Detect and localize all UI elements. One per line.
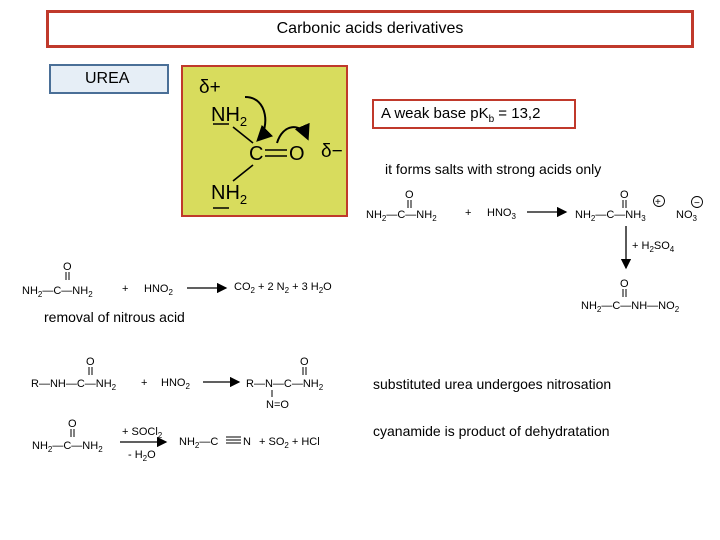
socl2-reagent: + SOCl2 [122,426,163,440]
salt-o: O [620,189,629,201]
urea-formula-2: NH2—C—NH2 [22,285,93,299]
dehydration-byproducts: + SO2 + HCl [259,436,320,450]
urea-o-1: O [405,189,414,201]
nitroso-o: O [300,356,309,368]
dehydration-scheme: O NH2—C—NH2 + SOCl2 - H2O NH2—C N + SO2 … [32,418,320,463]
urea-label: UREA [85,70,130,87]
nitrous-note: removal of nitrous acid [44,309,185,325]
cyanamide-formula: NH2—C [179,436,218,450]
water-removal: - H2O [128,449,156,463]
basicity-text: A weak base pK [381,105,489,122]
bond-n-c-top [232,126,254,144]
nitrosation-note: substituted urea undergoes nitrosation [373,376,612,392]
nitrous-acid-scheme: O NH2—C—NH2 + HNO2 CO2 + 2 N2 + 3 H2O [22,261,332,299]
nitrosation-scheme: O R—NH—C—NH2 + HNO2 O R—N—C—NH2 N=O [31,356,324,411]
positive-charge-icon [653,195,665,207]
negative-charge-symbol: − [694,198,700,209]
basicity-value: = 13,2 [494,105,541,122]
subst-urea-formula: R—NH—C—NH2 [31,378,117,392]
basicity-subscript: b [488,114,495,125]
plus-sign-2: + [122,283,128,295]
urea-o-3: O [68,418,77,430]
urea-resonance-structure: δ+ NH2 C O δ− NH2 [199,77,343,209]
urea-formula-1: NH2—C—NH2 [366,209,437,223]
nitrourea-formula: NH2—C—NH—NO2 [581,300,680,314]
plus-sign-1: + [465,207,471,219]
plus-sign-3: + [141,377,147,389]
nitroso-group: N=O [266,399,289,411]
nh2-top: NH2 [211,104,247,129]
negative-charge-icon [691,196,703,208]
salts-note: it forms salts with strong acids only [385,161,602,177]
cyanamide-n: N [243,436,251,448]
salt-formation-scheme: O NH2—C—NH2 + HNO3 O NH2—C—NH3 + NO3 − +… [366,189,703,314]
oxygen-atom: O [289,143,305,165]
slide-title: Carbonic acids derivatives [276,20,464,37]
h2so4-reagent: + H2SO4 [632,240,675,254]
nitrate-anion: NO3 [676,209,698,223]
urea-label-box: UREA [49,64,169,94]
delta-minus-symbol: δ− [321,141,343,162]
delta-plus-symbol: δ+ [199,77,221,98]
title-box: Carbonic acids derivatives [46,10,694,48]
urea-o-2: O [63,261,72,273]
salt-cation: NH2—C—NH3 [575,209,646,223]
carbon-atom: C [249,143,263,165]
urea-structure-panel: δ+ NH2 C O δ− NH2 [181,65,348,217]
nitrous-products: CO2 + 2 N2 + 3 H2O [234,281,332,295]
dehydration-note: cyanamide is product of dehydratation [373,423,610,439]
nh2-bottom: NH2 [211,182,247,207]
nitro-o: O [620,278,629,290]
subst-urea-o: O [86,356,95,368]
hno2-reagent: HNO2 [144,283,173,297]
bond-c-n-bottom [232,164,254,182]
hno2-reagent-2: HNO2 [161,377,190,391]
electron-shift-arrow-2 [276,122,310,144]
electron-shift-arrow-1 [244,96,274,142]
basicity-note-box: A weak base pKb = 13,2 [372,99,576,129]
nitroso-product: R—N—C—NH2 [246,378,324,392]
positive-charge-symbol: + [655,197,661,208]
urea-formula-3: NH2—C—NH2 [32,440,103,454]
hno3-reagent: HNO3 [487,207,516,221]
